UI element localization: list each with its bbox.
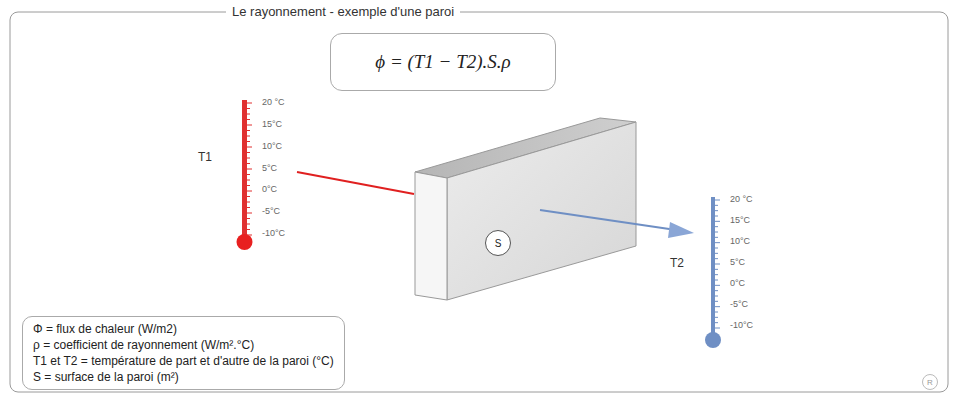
node-text: R (927, 378, 933, 387)
temperature-tick: -5°C (730, 299, 748, 309)
frame-title: Le rayonnement - exemple d'une paroi (226, 4, 460, 19)
thermometer-red (237, 100, 253, 250)
temperature-tick: 0°C (262, 184, 277, 194)
thermometer-blue (705, 197, 721, 348)
temperature-tick: -10°C (730, 320, 753, 330)
legend-box: Φ = flux de chaleur (W/m2)ρ = coefficien… (22, 316, 345, 390)
node-text: S (495, 238, 502, 249)
temperature-line (297, 172, 414, 194)
node-text: ϕ = (T1 − T2).S.ρ (375, 51, 510, 73)
temperature-tick: -5°C (262, 206, 280, 216)
wall (415, 118, 636, 300)
surface-circle: S (485, 230, 511, 256)
node-text: ρ = coefficient de rayonnement (W/m².°C) (33, 337, 334, 353)
temperature-tick: 0°C (730, 278, 745, 288)
thermometer-label: T2 (670, 256, 684, 270)
frame (10, 12, 948, 392)
thermometer-label: T1 (198, 150, 212, 164)
temperature-tick: 10°C (730, 236, 750, 246)
node-text: T1 et T2 = température de part et d'autr… (33, 353, 334, 369)
temperature-tick: 15°C (730, 215, 750, 225)
node-text: S = surface de la paroi (m²) (33, 369, 334, 385)
temperature-tick: 20 °C (262, 97, 285, 107)
formula-box: ϕ = (T1 − T2).S.ρ (330, 33, 556, 91)
copyright-mark: R (922, 374, 938, 390)
temperature-tick: 15°C (262, 119, 282, 129)
node-text: Φ = flux de chaleur (W/m2) (33, 321, 334, 337)
temperature-tick: 10°C (262, 141, 282, 151)
temperature-tick: -10°C (262, 228, 285, 238)
temperature-tick: 5°C (262, 163, 277, 173)
temperature-tick: 5°C (730, 257, 745, 267)
temperature-tick: 20 °C (730, 194, 753, 204)
flux-arrow (540, 210, 694, 238)
